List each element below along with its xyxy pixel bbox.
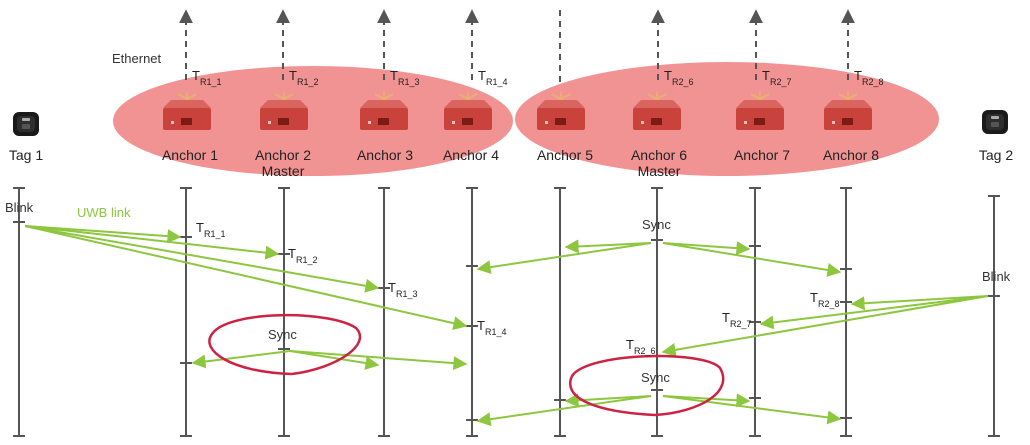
svg-text:TR2_6: TR2_6 <box>664 68 693 87</box>
svg-text:TR1_1: TR1_1 <box>196 220 225 239</box>
ethernet-label: Ethernet <box>112 51 162 66</box>
svg-text:TR2_8: TR2_8 <box>810 290 839 309</box>
uwb-link-label: UWB link <box>77 205 131 220</box>
svg-text:Anchor 1: Anchor 1 <box>162 147 218 163</box>
svg-text:TR1_4: TR1_4 <box>477 318 506 337</box>
group-left-ellipse <box>113 66 513 176</box>
svg-text:Master: Master <box>638 163 681 179</box>
svg-text:TR1_1: TR1_1 <box>192 68 221 87</box>
sync-highlights <box>208 313 725 417</box>
svg-text:Anchor 6: Anchor 6 <box>631 147 687 163</box>
svg-text:TR1_4: TR1_4 <box>478 68 507 87</box>
sync-right-bottom: Sync <box>641 370 670 385</box>
anchor-labels: Anchor 1 Anchor 2 Master Anchor 3 Anchor… <box>162 147 879 179</box>
svg-text:TR1_3: TR1_3 <box>388 280 417 299</box>
tag-1-blink: Blink <box>5 200 34 215</box>
sync-left: Sync <box>268 327 297 342</box>
tag-2-blink: Blink <box>982 269 1011 284</box>
tag-1-device <box>13 112 39 136</box>
svg-text:Anchor 8: Anchor 8 <box>823 147 879 163</box>
tag-2-device <box>982 110 1008 134</box>
svg-text:Anchor 5: Anchor 5 <box>537 147 593 163</box>
timelines <box>13 187 1000 437</box>
upper-timestamps: TR1_1 TR1_2 TR1_3 TR1_4 TR2_6 TR2_7 TR2_… <box>192 68 883 87</box>
event-ticks <box>13 221 1000 421</box>
svg-text:Anchor 2: Anchor 2 <box>255 147 311 163</box>
svg-text:Master: Master <box>262 163 305 179</box>
svg-text:TR2_8: TR2_8 <box>854 68 883 87</box>
sync-right-top: Sync <box>642 217 671 232</box>
svg-text:TR1_3: TR1_3 <box>390 68 419 87</box>
svg-text:TR1_2: TR1_2 <box>289 68 318 87</box>
svg-text:TR2_7: TR2_7 <box>762 68 791 87</box>
lower-timestamps: TR1_1 TR1_2 TR1_3 TR1_4 TR2_8 TR2_7 TR2_… <box>196 220 839 356</box>
svg-text:TR2_6: TR2_6 <box>626 337 655 356</box>
svg-text:Anchor 4: Anchor 4 <box>443 147 499 163</box>
svg-text:TR2_7: TR2_7 <box>722 310 751 329</box>
uwb-arrows <box>24 225 989 427</box>
svg-text:Anchor 7: Anchor 7 <box>734 147 790 163</box>
svg-text:TR1_2: TR1_2 <box>288 246 317 265</box>
ethernet-lines <box>179 8 855 82</box>
tag-2-label: Tag 2 <box>979 147 1013 163</box>
tag-1-label: Tag 1 <box>9 147 43 163</box>
group-right-ellipse <box>515 62 939 176</box>
svg-text:Anchor 3: Anchor 3 <box>357 147 413 163</box>
